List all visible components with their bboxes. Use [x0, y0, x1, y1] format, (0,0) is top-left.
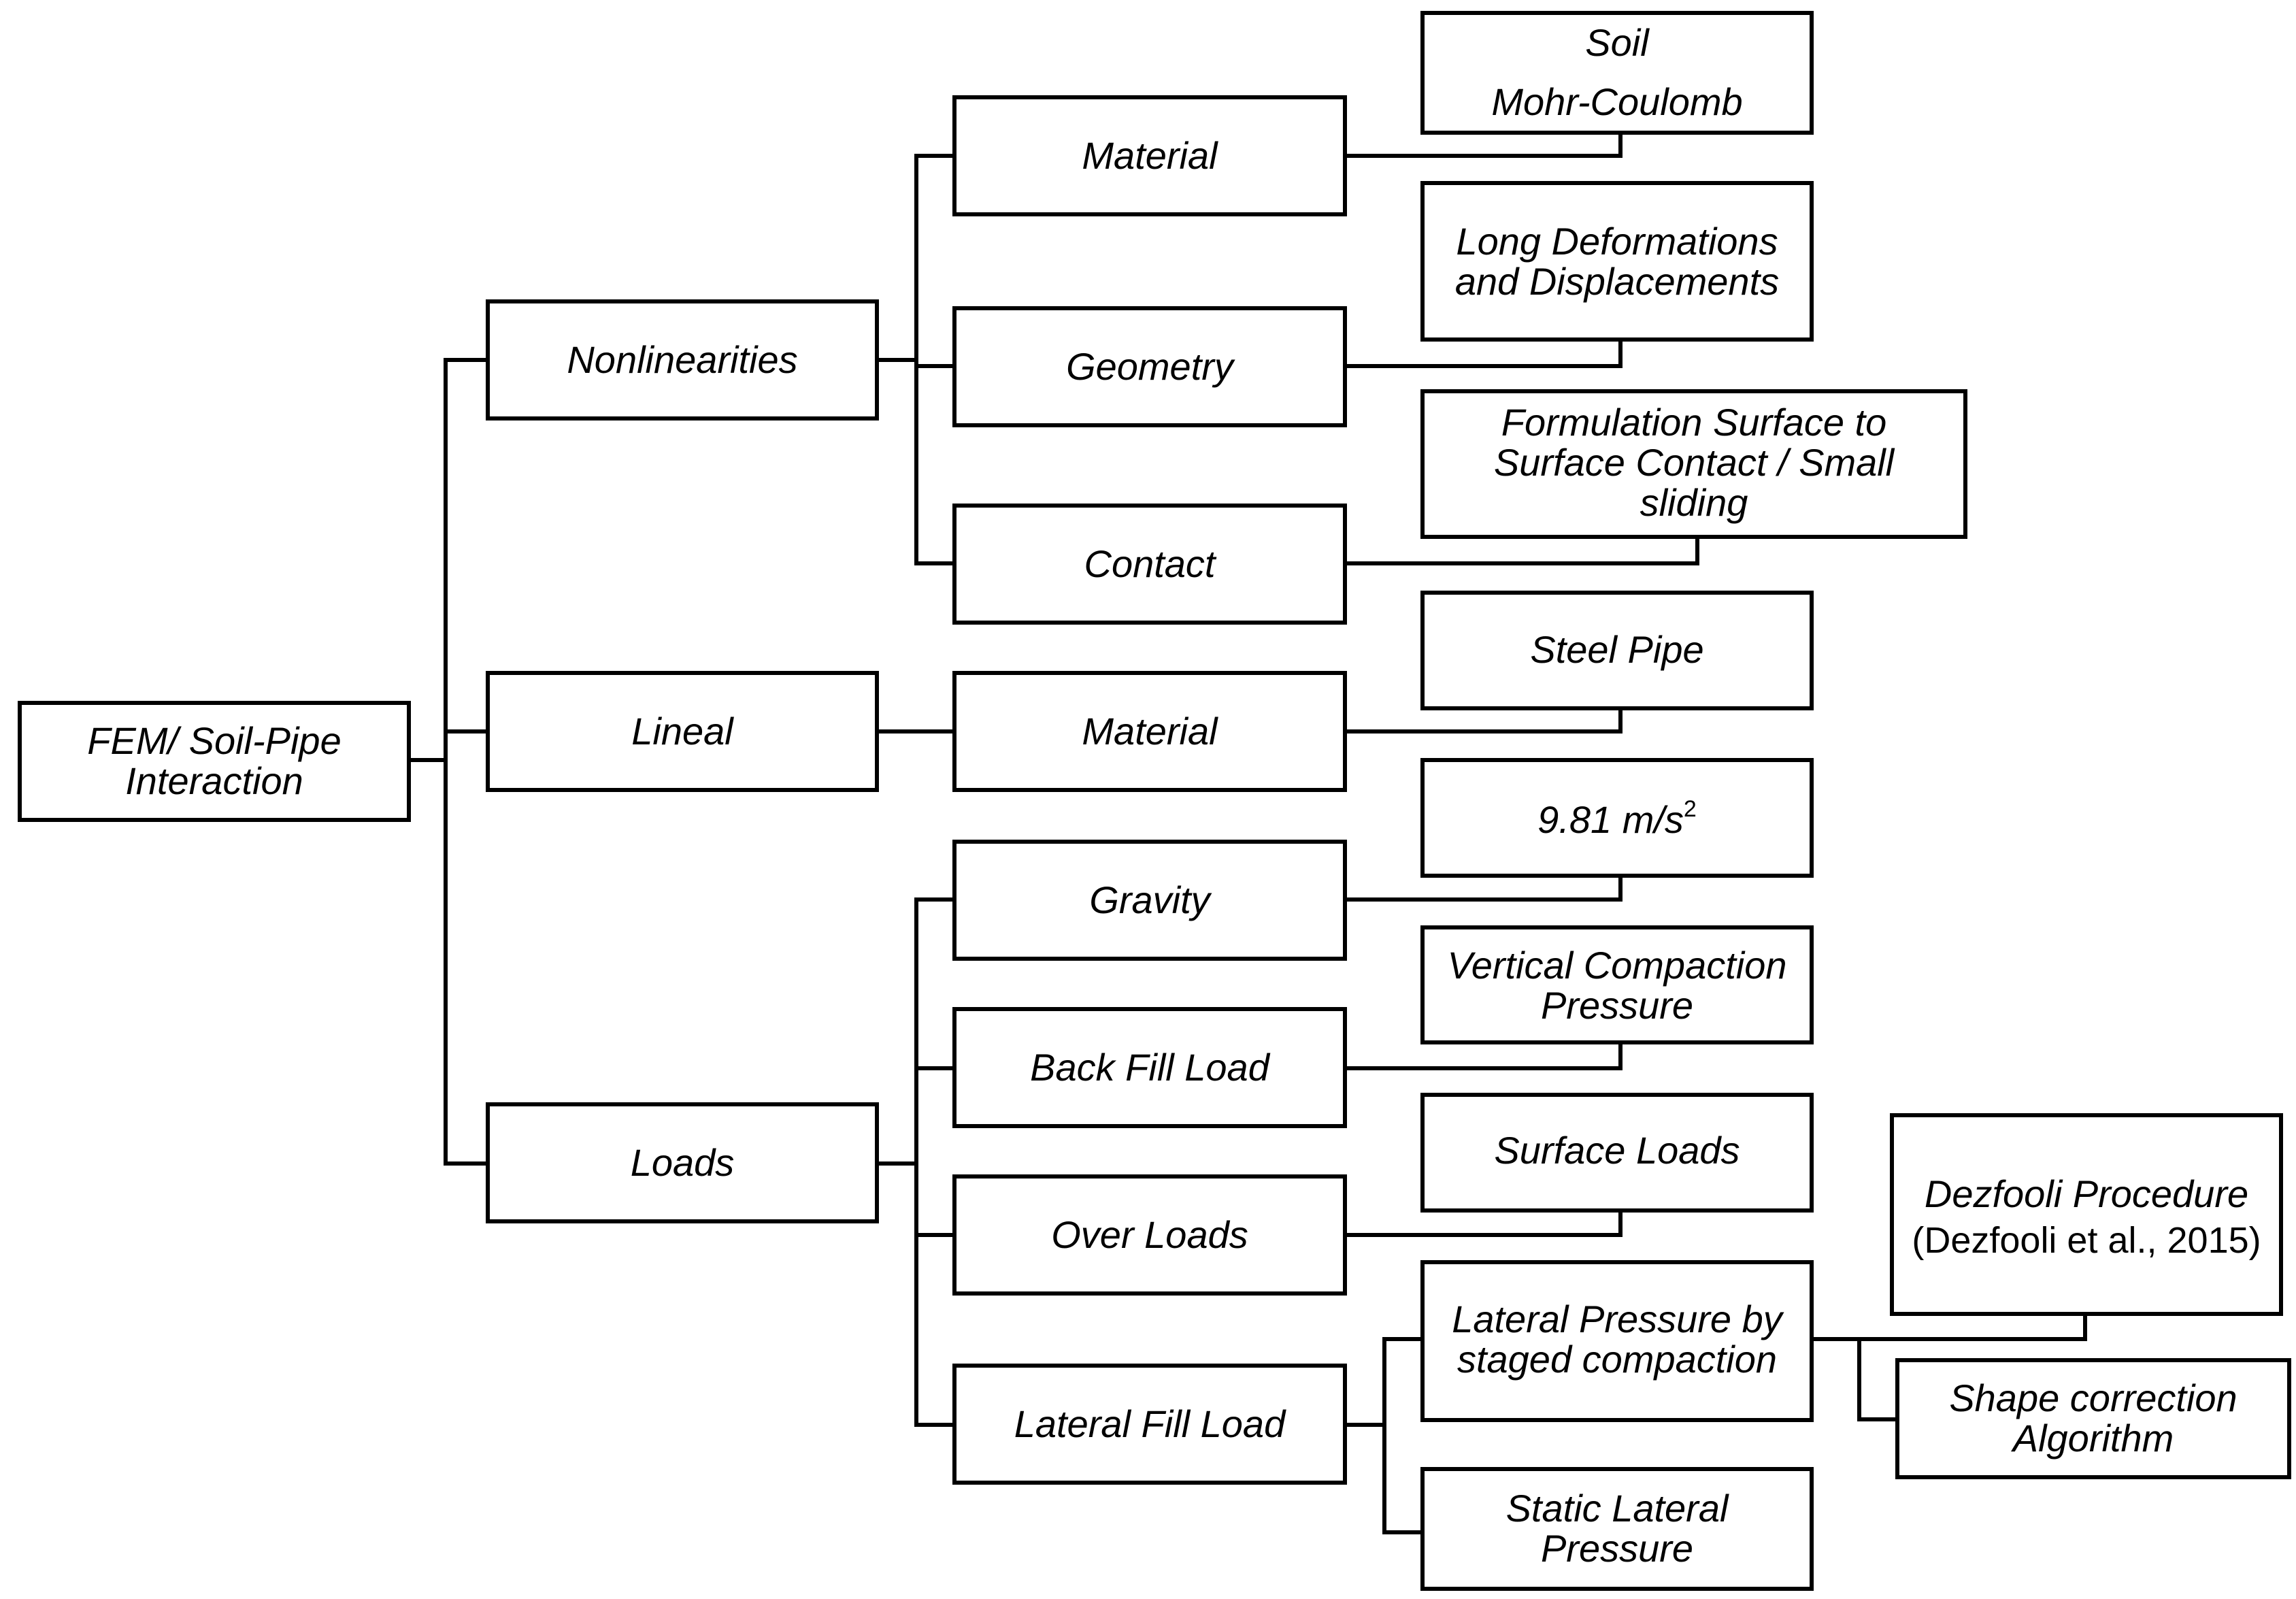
nonlinearities-label: Nonlinearities	[567, 337, 798, 381]
connector-root-bus	[406, 358, 490, 1166]
geometry-node: Geometry	[952, 306, 1347, 427]
steel-pipe-label: Steel Pipe	[1530, 628, 1704, 671]
nonlinearities-node: Nonlinearities	[486, 299, 879, 421]
dezfooli-citation: (Dezfooli et al., 2015)	[1912, 1219, 2261, 1261]
connector-contact-formulation	[1343, 537, 1699, 565]
connector-nonlinearities-bus	[876, 154, 957, 565]
vertical-compaction-label: Vertical Compaction Pressure	[1447, 944, 1787, 1027]
root-node: FEM/ Soil-Pipe Interaction	[18, 701, 411, 822]
connector-material-steel	[1343, 708, 1623, 733]
steel-pipe-node: Steel Pipe	[1420, 591, 1814, 710]
lineal-label: Lineal	[631, 709, 733, 753]
connector-lateral-bus	[1343, 1337, 1425, 1534]
mohr-coulomb-label: Mohr-Coulomb	[1491, 80, 1743, 123]
formulation-node: Formulation Surface to Surface Contact /…	[1420, 389, 1967, 539]
gravity-value-label: 9.81 m/s	[1537, 798, 1684, 841]
dezfooli-title: Dezfooli Procedure	[1924, 1172, 2249, 1215]
connector-backfill-vertical	[1343, 1042, 1623, 1070]
static-lateral-label: Static Lateral Pressure	[1505, 1487, 1729, 1570]
material-lineal-node: Material	[952, 671, 1347, 792]
overloads-node: Over Loads	[952, 1174, 1347, 1296]
surface-loads-label: Surface Loads	[1494, 1129, 1740, 1172]
soil-label: Soil	[1585, 21, 1649, 64]
loads-label: Loads	[630, 1140, 735, 1184]
material-nonlinear-node: Material	[952, 95, 1347, 216]
connector-loads-bus	[876, 897, 957, 1427]
root-label: FEM/ Soil-Pipe Interaction	[87, 719, 342, 802]
connector-staged-branches	[1810, 1313, 2087, 1421]
material-lineal-label: Material	[1082, 709, 1218, 753]
gravity-value-text: 9.81 m/s2	[1537, 797, 1697, 840]
connector-material-soil	[1343, 133, 1623, 158]
long-deformations-label: Long Deformations and Displacements	[1454, 220, 1780, 303]
surface-loads-node: Surface Loads	[1420, 1093, 1814, 1213]
lateral-fill-node: Lateral Fill Load	[952, 1364, 1347, 1485]
connector-geometry-deformations	[1343, 340, 1623, 368]
loads-node: Loads	[486, 1102, 879, 1223]
dezfooli-node: Dezfooli Procedure (Dezfooli et al., 201…	[1890, 1113, 2283, 1316]
material-nonlinear-label: Material	[1082, 133, 1218, 177]
lineal-node: Lineal	[486, 671, 879, 792]
gravity-node: Gravity	[952, 840, 1347, 961]
vertical-compaction-node: Vertical Compaction Pressure	[1420, 925, 1814, 1044]
lateral-fill-label: Lateral Fill Load	[1014, 1402, 1286, 1445]
contact-label: Contact	[1084, 542, 1216, 585]
shape-correction-node: Shape correction Algorithm	[1895, 1358, 2291, 1479]
long-deformations-node: Long Deformations and Displacements	[1420, 181, 1814, 342]
soil-node: Soil Mohr-Coulomb	[1420, 11, 1814, 135]
lateral-pressure-staged-node: Lateral Pressure by staged compaction	[1420, 1260, 1814, 1422]
gravity-value-node: 9.81 m/s2	[1420, 758, 1814, 878]
gravity-label: Gravity	[1089, 878, 1210, 921]
shape-correction-label: Shape correction Algorithm	[1949, 1377, 2237, 1460]
lateral-pressure-staged-label: Lateral Pressure by staged compaction	[1452, 1298, 1782, 1381]
connector-gravity-value	[1343, 876, 1623, 902]
contact-node: Contact	[952, 504, 1347, 625]
static-lateral-node: Static Lateral Pressure	[1420, 1467, 1814, 1591]
formulation-label: Formulation Surface to Surface Contact /…	[1493, 401, 1895, 524]
connector-overloads-surface	[1343, 1210, 1623, 1237]
geometry-label: Geometry	[1066, 344, 1233, 388]
backfill-node: Back Fill Load	[952, 1007, 1347, 1128]
backfill-label: Back Fill Load	[1030, 1045, 1269, 1089]
gravity-exponent: 2	[1683, 796, 1697, 822]
overloads-label: Over Loads	[1051, 1213, 1248, 1256]
